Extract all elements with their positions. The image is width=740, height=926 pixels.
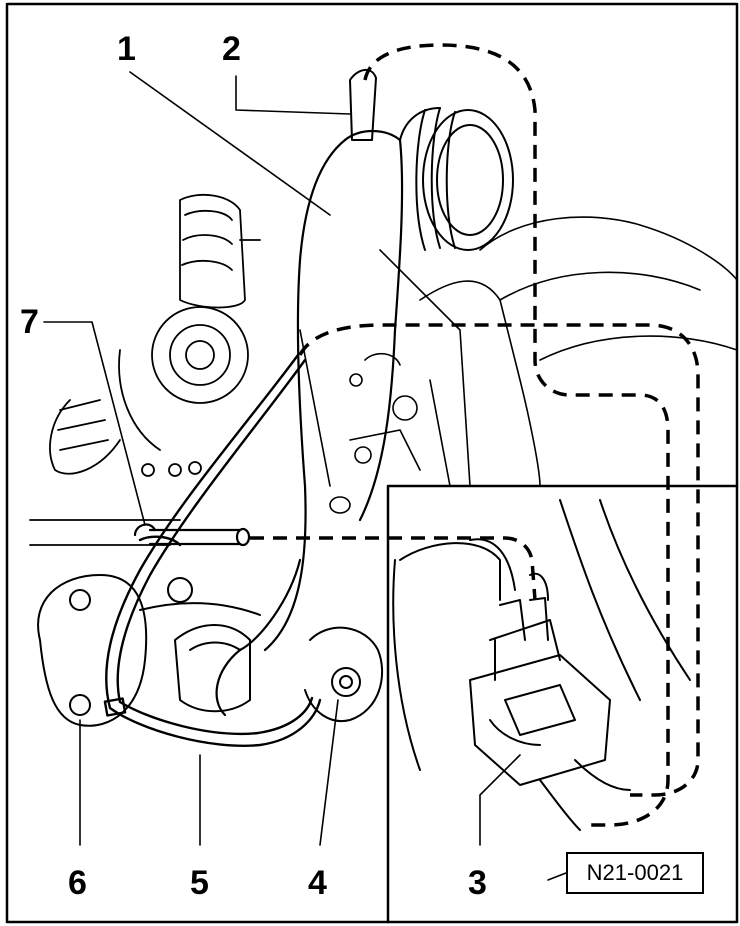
figure-reference-code: N21-0021 [566,852,704,894]
hose-end-fitting [399,107,514,251]
callout-3: 3 [468,864,487,902]
charge-air-hose [215,129,404,717]
callout-7: 7 [20,303,39,341]
callout-4: 4 [308,864,327,902]
engine-block-outline [299,216,738,514]
turbocharger [29,193,261,546]
vacuum-hose [103,353,322,747]
hose-clamp [349,69,377,141]
bracket [304,626,384,723]
exhaust-flange [37,574,261,727]
callout-6: 6 [68,864,87,902]
detail-inset-frame [386,484,739,924]
callout-2: 2 [222,30,241,68]
outer-border [5,2,739,924]
callout-1: 1 [117,30,136,68]
callout-5: 5 [190,864,209,902]
vacuum-routing-dashed [250,43,700,827]
connecting-pipe [133,523,251,547]
callout-leaders [43,71,567,881]
control-valve [392,499,691,831]
